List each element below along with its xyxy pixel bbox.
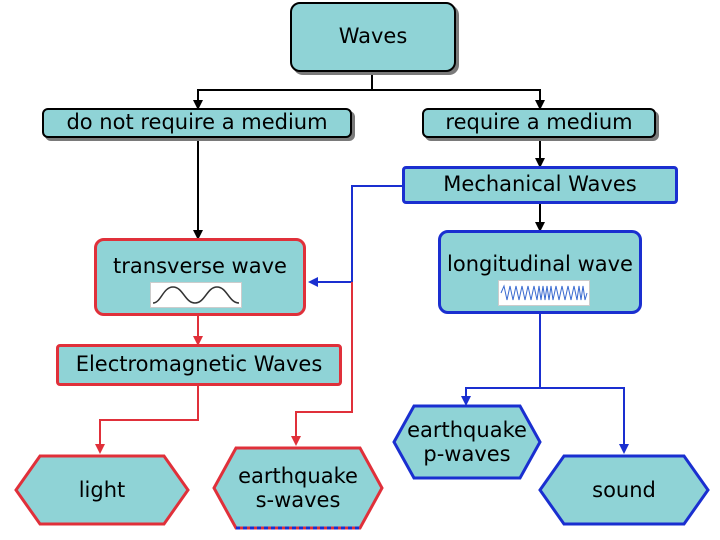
connector-mechanical-to-transverse: [308, 185, 402, 287]
electromagnetic-waves-label: Electromagnetic Waves: [75, 352, 323, 377]
connector-waves-split: [197, 72, 541, 108]
sound-label: sound: [592, 477, 656, 502]
longitudinal-wave-icon: [498, 280, 590, 306]
no-medium-node: do not require a medium: [42, 108, 352, 138]
p-waves-label-line2: p-waves: [423, 442, 511, 466]
longitudinal-wave-label: longitudinal wave: [447, 252, 633, 276]
medium-label: require a medium: [445, 110, 633, 135]
connector-mechanical-to-s-waves: [291, 282, 353, 446]
electromagnetic-waves-node: Electromagnetic Waves: [56, 344, 342, 386]
sound-node: sound: [538, 454, 710, 526]
waves-node: Waves: [290, 2, 456, 72]
light-label: light: [78, 477, 126, 502]
transverse-wave-icon: [150, 282, 242, 308]
s-waves-label-line2: s-waves: [255, 488, 341, 512]
medium-node: require a medium: [422, 108, 656, 138]
s-waves-hexagon: [212, 446, 384, 530]
transverse-wave-label: transverse wave: [113, 254, 287, 278]
connector-longitudinal-split: [465, 314, 625, 452]
s-waves-node: earthquake s-waves: [212, 446, 384, 530]
p-waves-label-line1: earthquake: [407, 417, 527, 442]
mechanical-waves-label: Mechanical Waves: [443, 172, 637, 197]
light-node: light: [14, 454, 190, 526]
p-waves-node: earthquake p-waves: [392, 404, 542, 480]
connector-em-to-light: [95, 386, 199, 454]
light-hexagon: [14, 454, 190, 526]
mechanical-waves-node: Mechanical Waves: [402, 166, 678, 204]
waves-label: Waves: [338, 24, 408, 49]
sound-hexagon: [538, 454, 710, 526]
s-waves-label-line1: earthquake: [238, 463, 358, 488]
p-waves-hexagon: [392, 404, 542, 480]
no-medium-label: do not require a medium: [66, 110, 328, 135]
